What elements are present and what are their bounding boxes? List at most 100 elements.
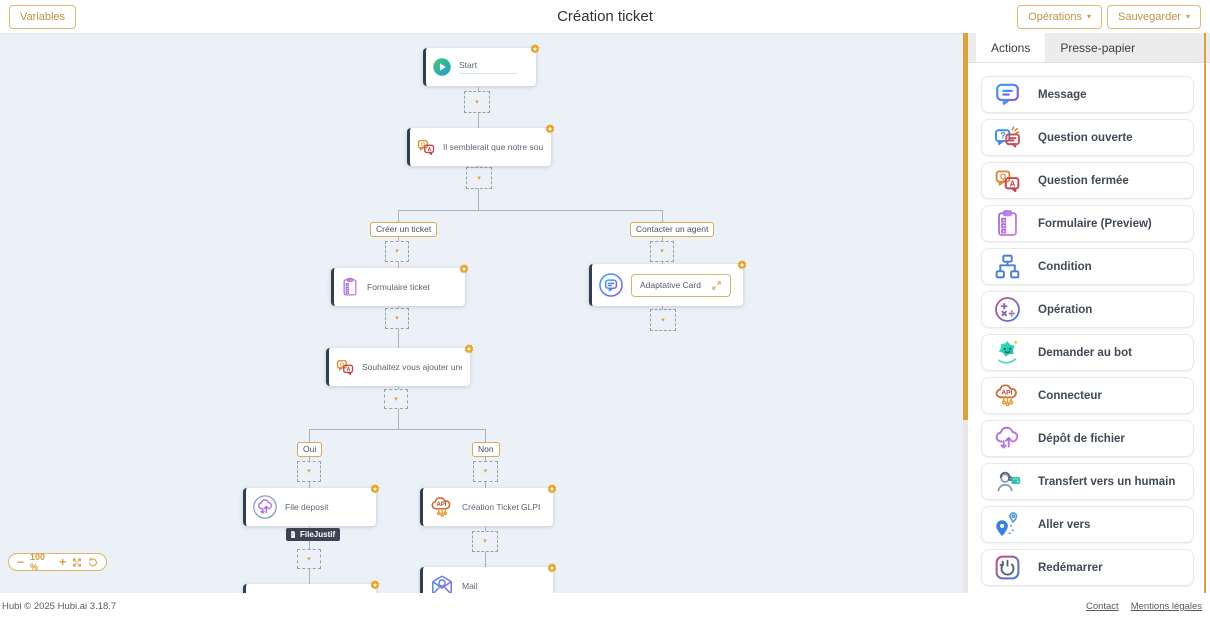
gear-icon[interactable]	[369, 482, 381, 494]
variable-badge[interactable]: FileJustif	[286, 528, 341, 541]
flow-node-label: Mail	[462, 581, 478, 591]
connector-line	[309, 429, 486, 430]
flow-node-formulaire-ticket[interactable]: Formulaire ticket	[331, 263, 469, 306]
connector-line	[309, 429, 310, 442]
connector-line	[485, 429, 486, 442]
tab-presse-papier[interactable]: Presse-papier	[1060, 40, 1136, 55]
drop-zone[interactable]: ▾	[297, 549, 321, 569]
action-item-demander-au-bot[interactable]: Demander au bot	[981, 334, 1194, 371]
branch-label-creer-un-ticket[interactable]: Créer un ticket	[370, 222, 438, 237]
branch-label-oui[interactable]: Oui	[297, 442, 323, 457]
gear-icon[interactable]	[736, 258, 748, 270]
flow-canvas[interactable]: ▾ ▾ ▾ ▾ ▾ ▾ ▾ ▾ ▾ ▾ ▾ Créer un ticket Co…	[0, 33, 963, 593]
page-title: Création ticket	[557, 8, 653, 25]
action-item-formulaire[interactable]: Formulaire (Preview)	[981, 205, 1194, 242]
drop-triangle-icon: ▾	[475, 98, 479, 106]
svg-text:A: A	[428, 147, 432, 153]
drop-triangle-icon: ▾	[483, 538, 487, 545]
action-item-transfert-humain[interactable]: Transfert vers un humain	[981, 463, 1194, 500]
panel-scrollbar-thumb[interactable]	[963, 33, 968, 420]
actions-panel: Actions Presse-papier Message ?Question o…	[963, 33, 1210, 593]
footer-link-mentions-legales[interactable]: Mentions légales	[1130, 600, 1202, 612]
branch-label-non[interactable]: Non	[472, 442, 500, 457]
variables-button[interactable]: Variables	[9, 4, 77, 29]
drop-zone[interactable]: ▾	[385, 308, 409, 329]
caret-down-icon: ▾	[1185, 12, 1190, 21]
gear-icon[interactable]	[529, 42, 541, 54]
drop-zone[interactable]: ▾	[650, 309, 676, 331]
action-item-condition[interactable]: Condition	[981, 248, 1194, 285]
reset-zoom-button[interactable]	[88, 557, 98, 568]
connector-api-icon: API	[993, 381, 1022, 410]
branch-label-contacter-un-agent[interactable]: Contacter un agent	[630, 222, 715, 237]
action-item-label: Redémarrer	[1038, 561, 1103, 574]
flow-node-mail[interactable]: Mail	[420, 562, 557, 593]
connector-line	[662, 210, 663, 222]
flow-node-creation-ticket-glpi[interactable]: API Création Ticket GLPI	[420, 483, 557, 526]
action-item-label: Opération	[1038, 303, 1093, 316]
drop-triangle-icon: ▾	[307, 555, 311, 563]
flow-node-question[interactable]: QA Il semblerait que notre soucis ...	[407, 123, 555, 166]
variables-button-label: Variables	[20, 10, 66, 23]
operations-dropdown-button[interactable]: Opérations ▾	[1017, 4, 1102, 29]
flow-node-label: Start	[459, 60, 517, 74]
operations-button-label: Opérations	[1028, 10, 1082, 23]
drop-triangle-icon: ▾	[660, 248, 664, 255]
drop-zone[interactable]: ▾	[650, 241, 674, 262]
adaptive-card-box[interactable]: Adaptative Card	[631, 273, 731, 297]
flow-node-question-piece[interactable]: QA Souhaitez vous ajouter une pi...	[326, 343, 474, 386]
flow-node-file-deposit[interactable]: File deposit	[243, 483, 380, 526]
gear-icon[interactable]	[458, 262, 470, 274]
question-ouverte-icon: ?	[993, 123, 1022, 152]
drop-zone[interactable]: ▾	[473, 461, 498, 482]
flow-node-label: Il semblerait que notre soucis ...	[443, 142, 543, 152]
svg-text:Q: Q	[1000, 173, 1006, 182]
mail-icon	[429, 573, 455, 593]
save-dropdown-button[interactable]: Sauvegarder ▾	[1106, 4, 1201, 29]
drop-zone[interactable]: ▾	[472, 531, 498, 552]
action-item-depot-de-fichier[interactable]: Dépôt de fichier	[981, 420, 1194, 457]
drop-zone[interactable]: ▾	[297, 461, 321, 482]
drop-zone[interactable]: ▾	[384, 389, 408, 409]
footer-copyright: Hubi © 2025 Hubi.ai 3.18.7	[2, 600, 117, 612]
action-item-message[interactable]: Message	[981, 76, 1194, 113]
action-item-redemarrer[interactable]: Redémarrer	[981, 549, 1194, 586]
footer-link-contact[interactable]: Contact	[1085, 600, 1119, 612]
gear-icon[interactable]	[546, 482, 558, 494]
flow-node-bottom-cut[interactable]	[243, 579, 380, 593]
action-item-label: Question fermée	[1038, 174, 1129, 187]
panel-scrollbar-track[interactable]	[963, 33, 968, 593]
zoom-out-button[interactable]: −	[17, 555, 25, 569]
action-item-operation[interactable]: Opération	[981, 291, 1194, 328]
action-item-aller-vers[interactable]: Aller vers	[981, 506, 1194, 543]
drop-zone[interactable]: ▾	[464, 91, 490, 113]
flow-node-adaptative-card[interactable]: Adaptative Card	[589, 259, 747, 306]
flow-node-label: Formulaire ticket	[367, 282, 430, 292]
connector-line	[398, 210, 663, 211]
main-area: ▾ ▾ ▾ ▾ ▾ ▾ ▾ ▾ ▾ ▾ ▾ Créer un ticket Co…	[0, 33, 1210, 593]
connector-line	[398, 210, 399, 222]
gear-icon[interactable]	[463, 342, 475, 354]
human-transfer-icon	[993, 467, 1022, 496]
gear-icon[interactable]	[546, 561, 558, 573]
action-item-label: Condition	[1038, 260, 1092, 273]
action-item-label: Aller vers	[1038, 518, 1091, 531]
drop-zone[interactable]: ▾	[385, 241, 409, 262]
goto-icon	[993, 510, 1022, 539]
tab-actions[interactable]: Actions	[976, 33, 1046, 62]
fit-screen-button[interactable]	[72, 557, 82, 568]
gear-icon[interactable]	[544, 122, 556, 134]
zoom-in-button[interactable]: +	[59, 555, 67, 569]
expand-icon[interactable]	[711, 280, 722, 291]
svg-text:API: API	[1001, 390, 1012, 397]
drop-zone[interactable]: ▾	[466, 167, 492, 189]
flow-node-start[interactable]: Start	[423, 43, 540, 86]
panel-right-border	[1204, 33, 1206, 593]
gear-icon[interactable]	[369, 578, 381, 590]
panel-tabs: Actions Presse-papier	[963, 33, 1210, 63]
action-item-question-ouverte[interactable]: ?Question ouverte	[981, 119, 1194, 156]
